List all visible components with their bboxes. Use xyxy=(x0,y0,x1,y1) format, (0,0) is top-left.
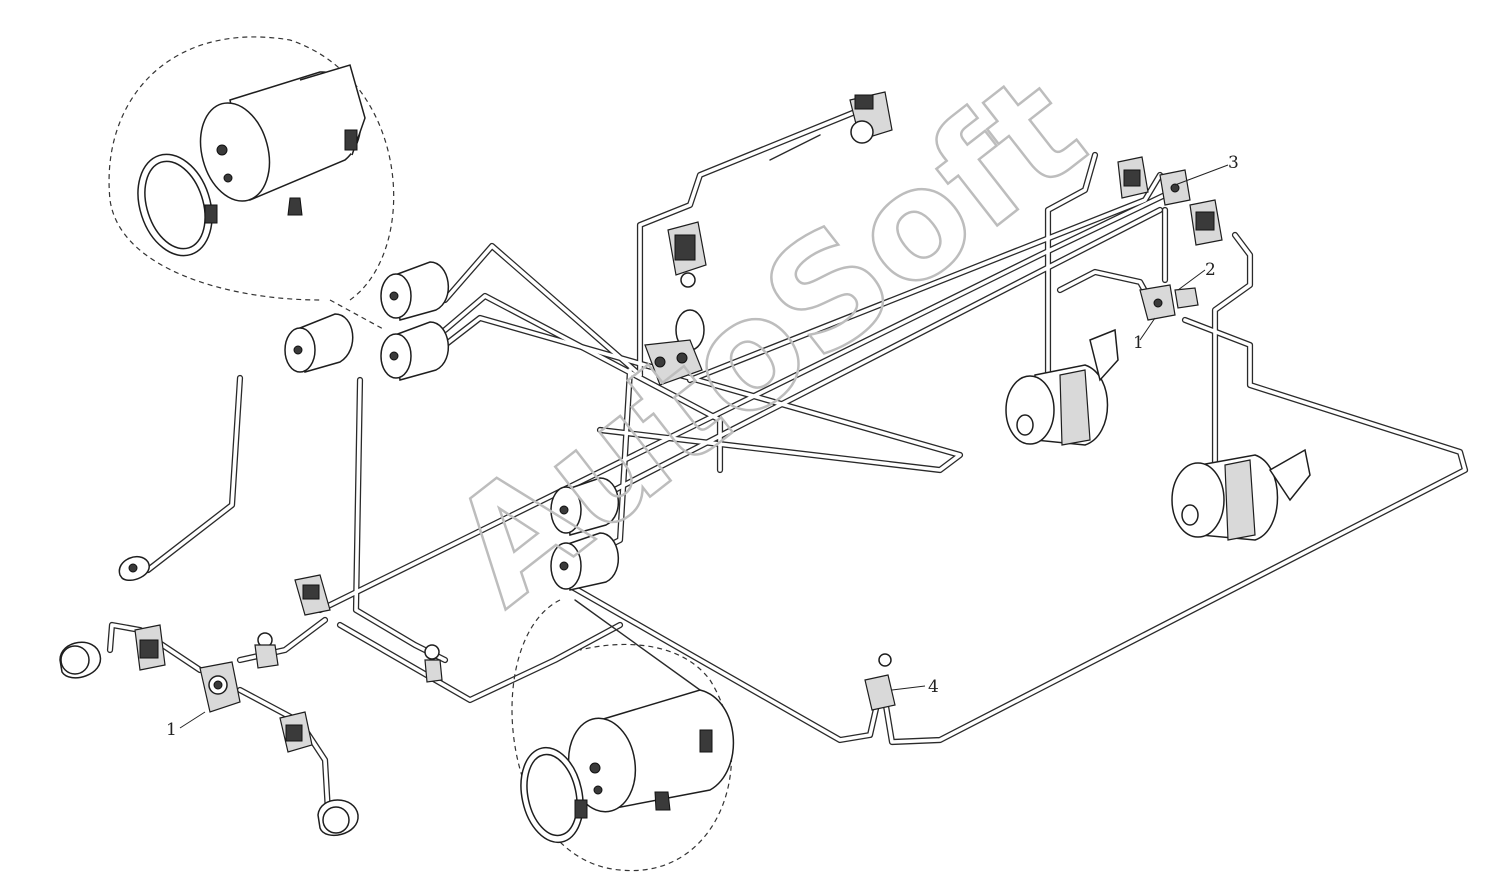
detail-callout-bottom xyxy=(511,599,733,872)
air-tank-1 xyxy=(284,313,354,373)
valve-cluster-right xyxy=(864,156,1223,711)
callout-leaders xyxy=(179,164,1229,729)
callout-3: 3 xyxy=(1228,153,1239,173)
watermark: AutoSoft xyxy=(420,42,1115,638)
callout-1-left: 1 xyxy=(166,720,177,740)
pipelines xyxy=(106,106,1469,816)
brake-chamber-upper xyxy=(1005,328,1119,446)
air-tank-4 xyxy=(550,477,620,536)
callout-1-right: 1 xyxy=(1133,333,1144,353)
callout-2: 2 xyxy=(1205,260,1216,280)
air-tank-3 xyxy=(380,321,450,381)
air-tank-2 xyxy=(380,261,450,321)
callout-4: 4 xyxy=(928,677,939,697)
valve-cluster-left xyxy=(59,556,443,837)
air-tank-detail-bottom xyxy=(520,689,735,844)
hose-lower xyxy=(574,599,701,691)
brake-chamber-icon xyxy=(1171,462,1225,538)
detail-callout-top xyxy=(108,36,395,331)
compressor-assembly xyxy=(644,91,893,386)
brake-chamber-lower xyxy=(1171,448,1311,541)
air-tank-detail-top xyxy=(137,64,366,257)
air-tank-5 xyxy=(550,532,620,591)
hose-coil xyxy=(769,134,821,161)
